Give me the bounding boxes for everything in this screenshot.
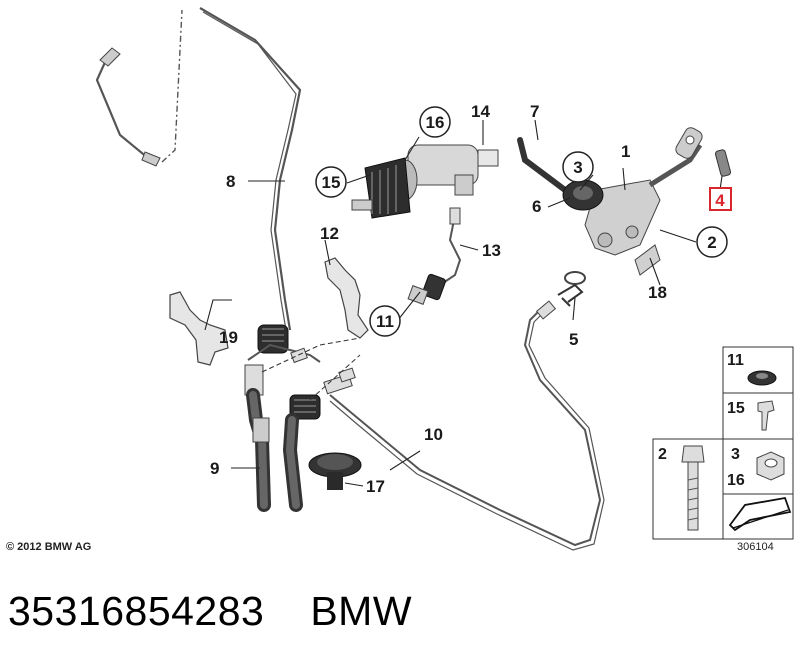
callout-17: 17: [366, 477, 385, 496]
pipe-10: [329, 304, 605, 551]
callout-16: 16: [426, 113, 445, 132]
part-number: 35316854283: [8, 588, 265, 634]
pin-4: [714, 149, 732, 177]
pipe-8-end-fitting: [99, 47, 121, 67]
master-cylinder-1: [562, 127, 703, 285]
legend-box-11: [722, 346, 794, 394]
callout-7: 7: [530, 102, 539, 121]
callout-2-circle: [696, 226, 728, 258]
legend-num-11: 11: [727, 352, 744, 369]
pipe-13-fitting: [449, 207, 461, 225]
brand-name: BMW: [310, 588, 413, 634]
callout-4: 4: [715, 191, 725, 210]
callout-5: 5: [569, 330, 578, 349]
callout-9: 9: [210, 459, 219, 478]
hose-9: [246, 388, 303, 512]
callout-15-circle: [315, 166, 347, 198]
legend-num-16: 16: [727, 472, 745, 489]
diagram-id: 306104: [737, 541, 774, 553]
callout-13: 13: [482, 241, 501, 260]
legend-panel: [652, 346, 794, 540]
callout-19: 19: [219, 328, 238, 347]
callouts: 1 2 3 4 5 6 7 8 9 10 11 12 13 14 15 16 1…: [210, 102, 732, 496]
callout-10: 10: [424, 425, 443, 444]
copyright-notice: © 2012 BMW AG: [6, 541, 92, 553]
grommet-17: [308, 452, 362, 490]
part-18: [634, 244, 661, 276]
callout-11-circle: [369, 305, 401, 337]
legend-contents: 11 15 2 3 16: [658, 352, 792, 532]
pipe-13: [439, 214, 462, 286]
callout-11: 11: [376, 312, 394, 331]
legend-num-3: 3: [731, 446, 740, 463]
legend-box-15: [722, 392, 794, 440]
callout-2: 2: [707, 233, 716, 252]
callout-3-circle: [562, 151, 594, 183]
legend-num-15: 15: [727, 400, 745, 417]
dashed-leader-lines: [261, 337, 361, 401]
bracket-12: [324, 257, 369, 339]
footer: 35316854283 BMW: [8, 588, 412, 635]
line-7: [517, 137, 568, 193]
slave-cylinder-14: [351, 144, 499, 219]
callout-18: 18: [648, 283, 667, 302]
arrow-icon: [728, 496, 792, 532]
bolt-2-icon: [681, 445, 705, 531]
callout-4-highlight-box: [709, 187, 732, 211]
callout-14: 14: [471, 102, 490, 121]
pipe-10-fitting: [535, 300, 557, 320]
bolt-15-icon: [757, 400, 775, 431]
pipe-8-end-fitting-2: [141, 151, 161, 167]
callout-15: 15: [322, 173, 341, 192]
callout-3: 3: [573, 158, 582, 177]
leader-lines: [204, 119, 723, 487]
callout-8: 8: [226, 172, 235, 191]
callout-12: 12: [320, 224, 339, 243]
parts-diagram: 1 2 3 4 5 6 7 8 9 10 11 12 13 14 15 16 1…: [95, 7, 794, 551]
legend-num-2: 2: [658, 446, 667, 463]
clip-5: [557, 283, 584, 307]
hose-fittings-assembly: [244, 324, 356, 420]
callout-6: 6: [532, 197, 541, 216]
bracket-19: [169, 291, 229, 366]
callout-16-circle: [419, 106, 451, 138]
pipe-8: [95, 7, 302, 331]
callout-1: 1: [621, 142, 630, 161]
